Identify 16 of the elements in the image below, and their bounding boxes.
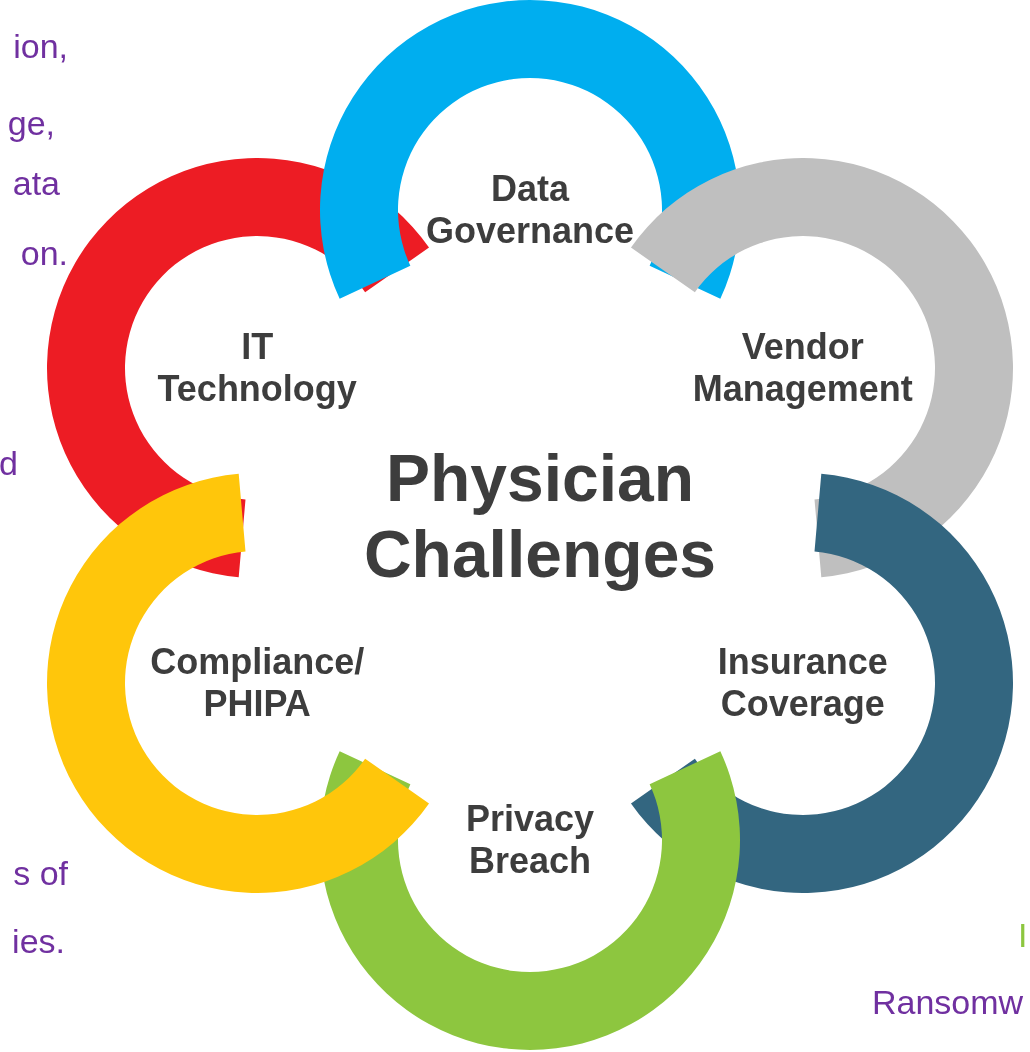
cropped-text: ion,: [13, 26, 68, 66]
petal-label: Privacy Breach: [464, 798, 596, 882]
petal-label: Data Governance: [424, 168, 636, 252]
cropped-text: s of: [13, 853, 68, 893]
center-title: Physician Challenges: [362, 440, 718, 592]
petal-label: Compliance/ PHIPA: [149, 640, 366, 725]
cropped-text: I: [1018, 915, 1028, 955]
cropped-text: Ransomw: [872, 982, 1024, 1022]
cropped-text: on.: [20, 233, 68, 273]
petal-label: IT Technology: [156, 325, 358, 410]
petal-label: Insurance Coverage: [716, 640, 889, 725]
petal-label: Vendor Management: [691, 325, 914, 410]
cropped-text: ge,: [7, 103, 55, 143]
cropped-text: d: [0, 443, 18, 483]
cropped-text: ata: [12, 163, 60, 203]
cropped-text: ies.: [12, 921, 65, 961]
